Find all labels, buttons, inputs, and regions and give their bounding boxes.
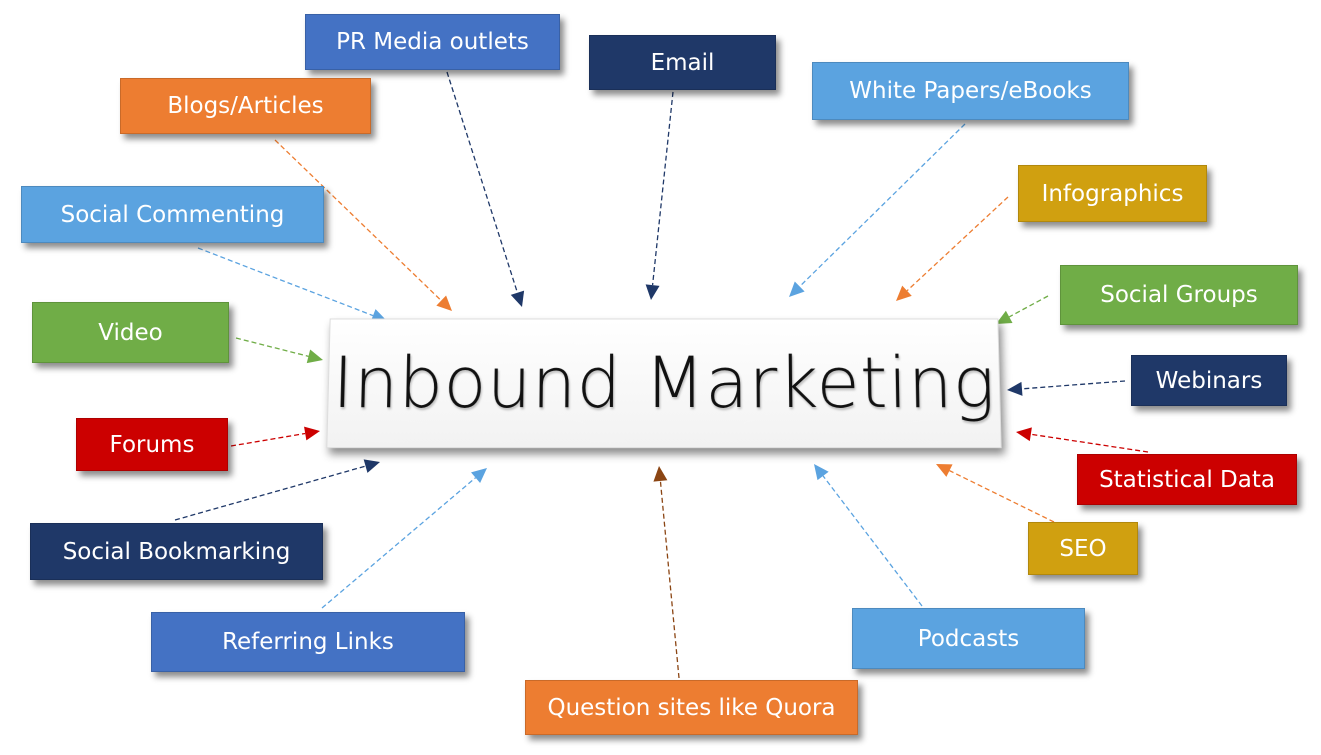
channel-box-email: Email (589, 35, 776, 90)
arrowhead-icon (646, 284, 660, 300)
channel-label: Video (98, 320, 162, 346)
arrow-line-podcasts (823, 476, 922, 606)
arrow-line-forums (231, 433, 305, 446)
arrow-line-socialgroups (1009, 296, 1048, 317)
central-topic: Inbound Marketing (326, 318, 1001, 448)
arrow-line-quora (660, 481, 679, 678)
arrow-line-webinars (1022, 381, 1125, 389)
channel-label: Social Commenting (61, 202, 285, 228)
channel-box-blogs: Blogs/Articles (120, 78, 371, 134)
arrow-line-bookmarking (175, 466, 366, 520)
arrow-line-video (236, 338, 308, 356)
channel-label: Podcasts (918, 626, 1019, 652)
channel-box-forums: Forums (76, 418, 228, 471)
arrowhead-icon (307, 350, 323, 364)
arrowhead-icon (304, 427, 320, 441)
channel-label: Statistical Data (1099, 467, 1275, 493)
arrow-line-pr (447, 72, 517, 293)
channel-label: Question sites like Quora (547, 695, 835, 721)
channel-box-webinars: Webinars (1131, 355, 1287, 406)
channel-box-statistical: Statistical Data (1077, 454, 1297, 505)
arrowhead-icon (653, 466, 667, 482)
arrowhead-icon (896, 286, 912, 301)
arrowhead-icon (1016, 427, 1032, 441)
channel-box-podcasts: Podcasts (852, 608, 1085, 669)
arrow-line-seo (949, 471, 1054, 522)
channel-box-whitepapers: White Papers/eBooks (812, 62, 1129, 120)
channel-box-seo: SEO (1028, 522, 1138, 575)
arrow-line-referring (322, 478, 476, 608)
arrow-line-email (653, 92, 673, 285)
arrowhead-icon (1007, 382, 1022, 396)
channel-label: Social Bookmarking (63, 539, 291, 565)
channel-box-bookmarking: Social Bookmarking (30, 523, 323, 580)
channel-label: Referring Links (222, 629, 394, 655)
arrow-line-statistical (1031, 434, 1148, 452)
channel-label: Webinars (1156, 368, 1263, 394)
channel-label: Social Groups (1100, 282, 1258, 308)
arrowhead-icon (364, 459, 380, 472)
channel-box-socialgroups: Social Groups (1060, 265, 1298, 325)
arrow-line-whitepapers (800, 124, 965, 286)
central-topic-label: Inbound Marketing (332, 342, 997, 424)
channel-label: PR Media outlets (336, 29, 529, 55)
channel-box-video: Video (32, 302, 229, 363)
channel-box-referring: Referring Links (151, 612, 465, 672)
channel-label: White Papers/eBooks (849, 78, 1091, 104)
channel-label: Blogs/Articles (167, 93, 323, 119)
channel-box-infographics: Infographics (1018, 165, 1207, 222)
channel-box-quora: Question sites like Quora (525, 680, 858, 735)
channel-box-pr: PR Media outlets (305, 14, 560, 70)
channel-label: Forums (110, 432, 195, 458)
channel-box-socialcommenting: Social Commenting (21, 186, 324, 243)
arrowhead-icon (511, 291, 524, 307)
arrowhead-icon (996, 311, 1013, 324)
channel-label: Infographics (1042, 181, 1184, 207)
arrowhead-icon (814, 464, 829, 480)
arrowhead-icon (471, 468, 487, 483)
arrow-line-infographics (907, 197, 1008, 291)
channel-label: Email (651, 50, 715, 76)
channel-label: SEO (1059, 536, 1106, 562)
